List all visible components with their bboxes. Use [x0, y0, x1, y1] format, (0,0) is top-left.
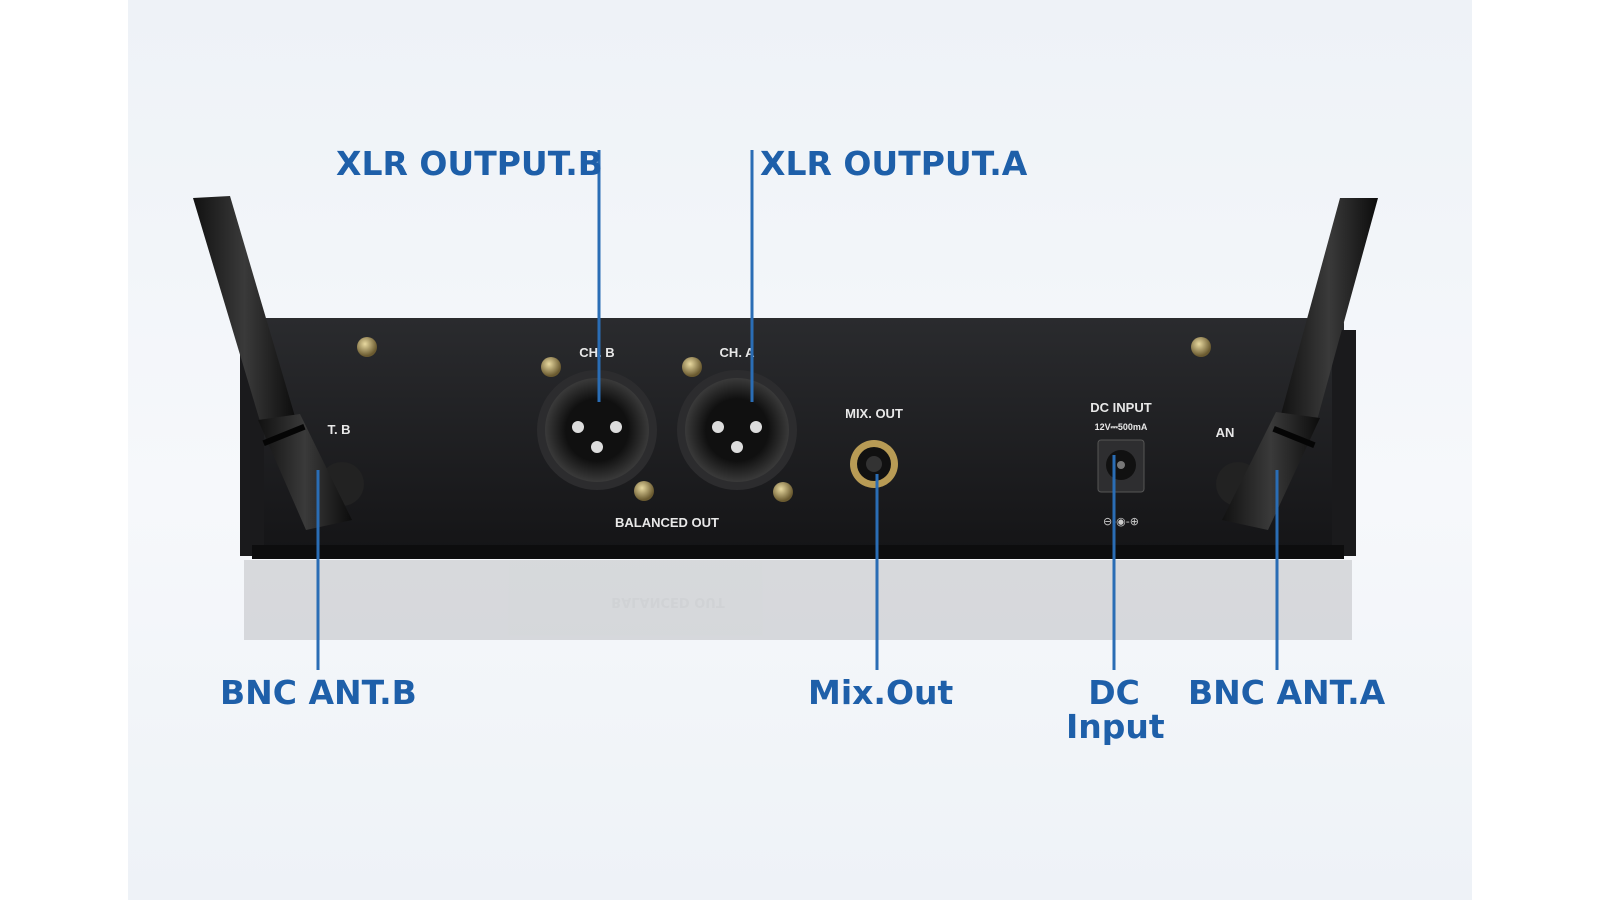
callout-dc-input-line2: Input: [1066, 707, 1165, 746]
panel-label-dc-input: DC INPUT: [1090, 400, 1151, 415]
xlr-connector-a: [677, 370, 797, 490]
callout-xlr-output-a: XLR OUTPUT.A: [760, 144, 1028, 183]
callout-mix-out: Mix.Out: [808, 673, 954, 712]
dc-input-jack: ⊖-◉-⊕: [1097, 439, 1145, 528]
svg-text:BALANCED OUT: BALANCED OUT: [611, 594, 725, 609]
panel-label-dc-rating: 12V⎓500mA: [1095, 422, 1148, 432]
antenna-b: [193, 196, 352, 530]
callout-bnc-ant-a: BNC ANT.A: [1188, 673, 1386, 712]
panel-label-ant-b: T. B: [327, 422, 350, 437]
panel-label-mix-out: MIX. OUT: [845, 406, 903, 421]
panel-reflection: BALANCED OUT: [244, 560, 1352, 640]
panel-label-ch-a: CH. A: [720, 345, 756, 360]
xlr-connector-b: [537, 370, 657, 490]
panel-label-ant-a: AN: [1216, 425, 1235, 440]
svg-text:⊖-◉-⊕: ⊖-◉-⊕: [1103, 515, 1139, 528]
leader-lines: [316, 150, 1279, 670]
screw-icon: [357, 337, 1211, 502]
panel-label-ch-b: CH. B: [579, 345, 614, 360]
callout-dc-input-line1: DC: [1088, 673, 1140, 712]
callout-xlr-output-b: XLR OUTPUT.B: [336, 144, 603, 183]
callout-bnc-ant-b: BNC ANT.B: [220, 673, 417, 712]
callout-dc-input: DC Input: [1066, 673, 1165, 746]
panel-label-balanced-out: BALANCED OUT: [615, 515, 719, 530]
mix-out-jack: [850, 440, 898, 488]
chassis: [240, 318, 1356, 559]
antenna-a: [1222, 198, 1378, 530]
